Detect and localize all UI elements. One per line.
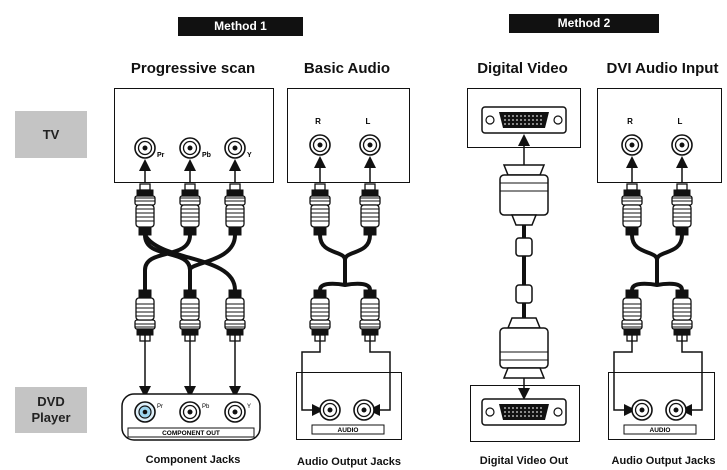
svg-text:L: L [366, 117, 371, 126]
audio-label-1: AUDIO [338, 427, 359, 434]
dvd-jack-y: Y [224, 401, 251, 423]
tv-jack-pb: Pb [179, 137, 211, 159]
component-cable [134, 159, 246, 398]
dvd-jack-pr: Pr [134, 401, 163, 423]
title-dvi-audio-input: DVI Audio Input [606, 60, 719, 77]
dvd-player-label: DVD Player [15, 387, 87, 433]
svg-text:R: R [627, 117, 633, 126]
dvd-label-line1: DVD [37, 394, 65, 409]
svg-text:Pb: Pb [202, 152, 211, 159]
dvi-audio-cable [613, 156, 703, 416]
svg-text:Y: Y [247, 152, 252, 159]
tv-audio-jack-l: L [359, 117, 381, 156]
title-basic-audio: Basic Audio [303, 60, 391, 77]
dvd-label-line2: Player [31, 410, 71, 425]
title-digital-video: Digital Video [477, 60, 568, 77]
caption-digital-video-out: Digital Video Out [479, 455, 569, 467]
dvi-tv-port [481, 106, 567, 134]
caption-audio-output-jacks-1: Audio Output Jacks [297, 456, 401, 468]
method-2-banner: Method 2 [509, 14, 659, 33]
dvd-jack-pb: Pb [179, 401, 210, 423]
dvi-dvd-port [481, 398, 567, 426]
tv-panel-audio [287, 88, 410, 183]
tv-jack-y: Y [224, 137, 252, 159]
dvi-cable [499, 134, 549, 400]
svg-text:Pb: Pb [202, 404, 210, 410]
title-progressive-scan: Progressive scan [130, 60, 256, 77]
tv-panel-dvi-audio [597, 88, 722, 183]
svg-text:Pr: Pr [157, 404, 163, 410]
basic-audio-cable [301, 156, 391, 416]
svg-text:Pr: Pr [157, 152, 165, 159]
caption-component-jacks: Component Jacks [145, 454, 241, 466]
component-out-label: COMPONENT OUT [162, 430, 220, 437]
tv-label: TV [15, 111, 87, 158]
svg-text:L: L [678, 117, 683, 126]
tv-audio-jack-r: R [309, 117, 331, 156]
dvd-component-panel: Pr Pb Y COMPONENT OUT [121, 393, 261, 441]
svg-text:Y: Y [247, 404, 251, 410]
tv-jack-pr: Pr [134, 137, 165, 159]
tv-dvi-audio-jack-r: R [621, 117, 643, 156]
dvd-audio-jacks-1: AUDIO [311, 399, 385, 435]
svg-text:R: R [315, 117, 321, 126]
dvd-audio-jacks-2: AUDIO [623, 399, 697, 435]
audio-label-2: AUDIO [650, 427, 671, 434]
tv-dvi-audio-jack-l: L [671, 117, 693, 156]
caption-audio-output-jacks-2: Audio Output Jacks [611, 455, 716, 467]
method-1-banner: Method 1 [178, 17, 303, 36]
